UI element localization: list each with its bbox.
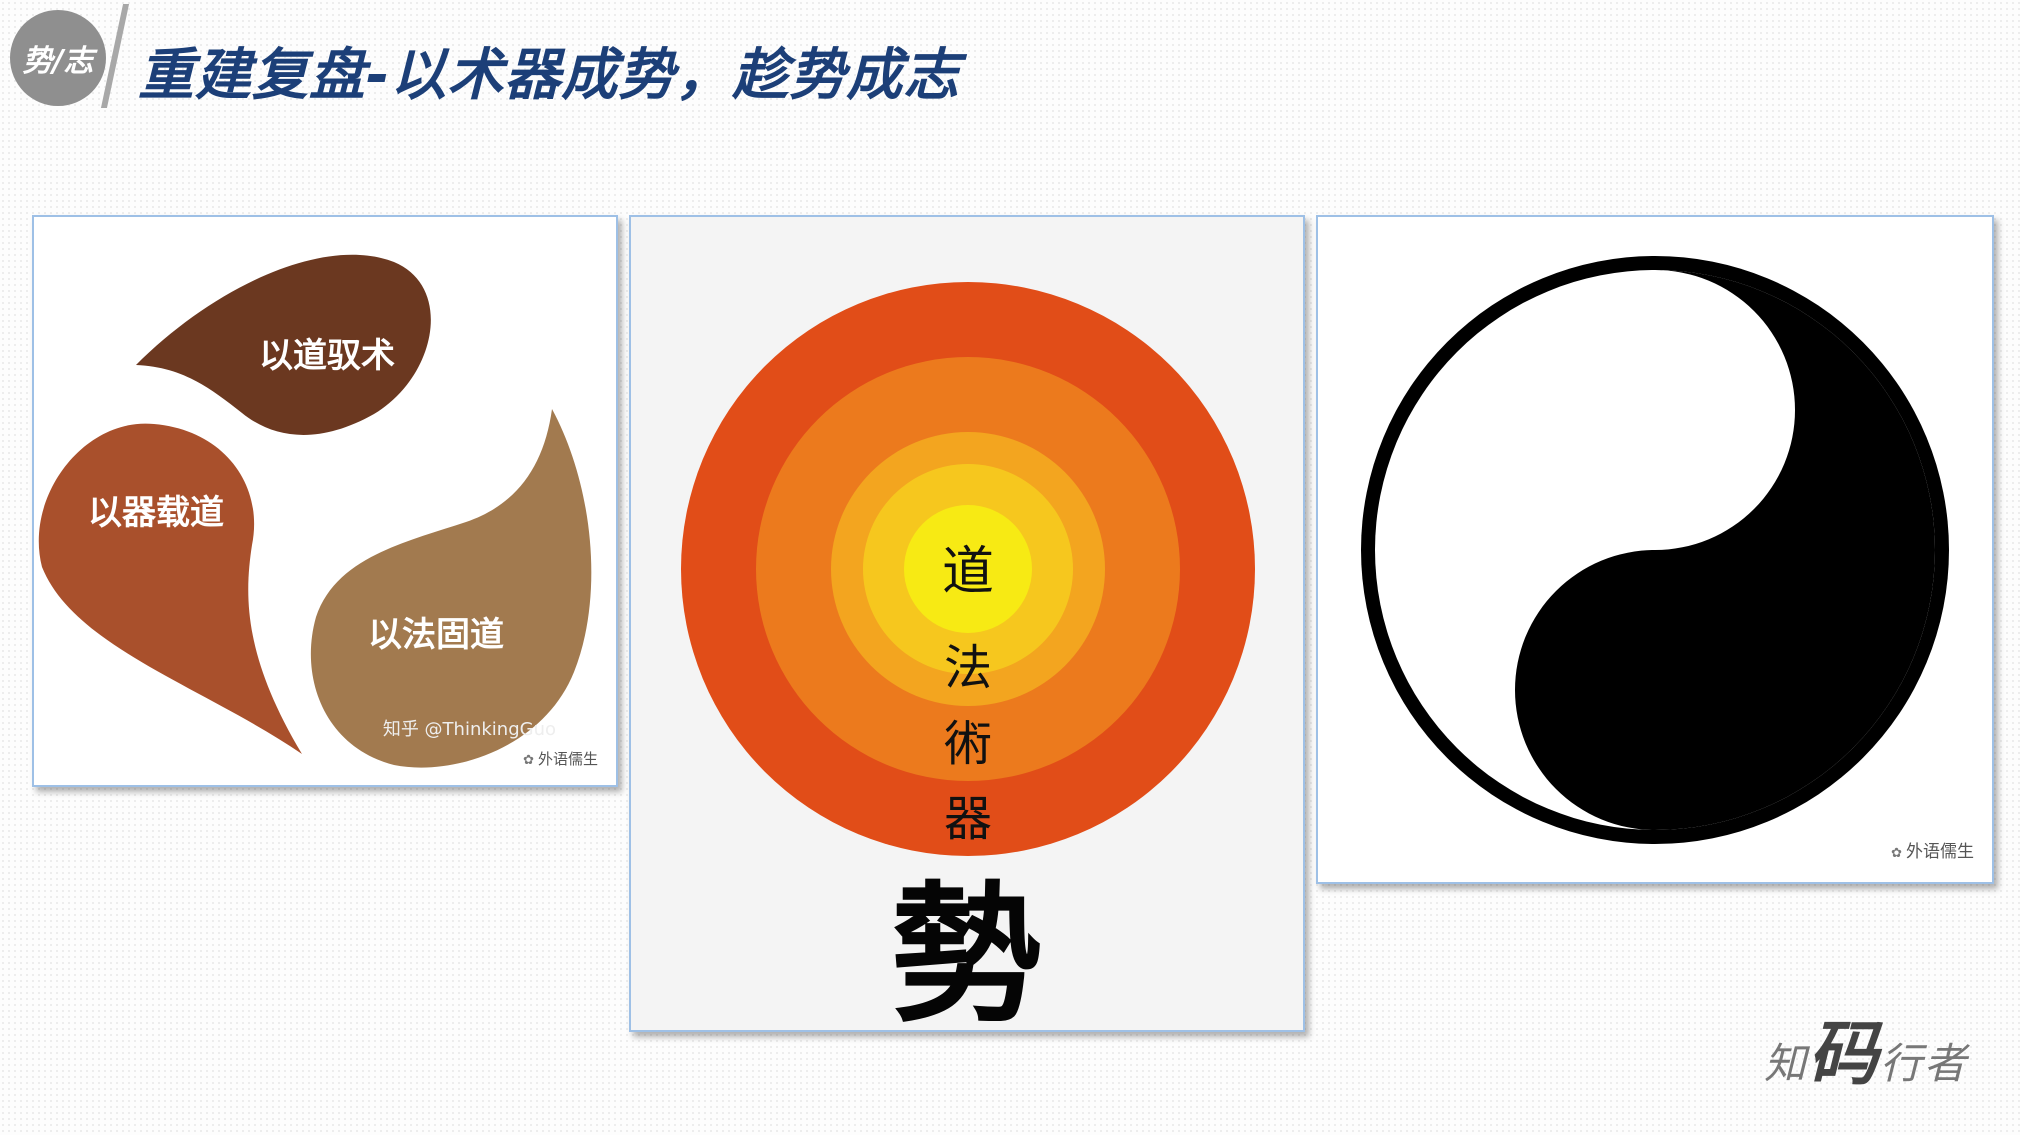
watermark: ✿外语儒生 [1891, 842, 1974, 862]
zhihu-credit: 知乎 @ThinkingGuo [382, 719, 556, 740]
triad-image-panel: 以道驭术 以器载道 以法固道 知乎 @ThinkingGuo ✿外语儒生 [32, 215, 618, 787]
teardrop-left [38, 423, 303, 754]
label-right: 以法固道 [368, 615, 504, 655]
teardrop-top [136, 254, 431, 435]
wechat-icon: ✿ [1891, 846, 1902, 861]
concentric-image-panel: 道 法 術 器 勢 [629, 215, 1305, 1032]
page-title: 重建复盘-以术器成势，趁势成志 [138, 43, 961, 108]
concentric-diagram: 道 法 術 器 勢 [681, 282, 1255, 1030]
ring-label-qi: 器 [944, 791, 992, 847]
yin-yang-icon [1361, 256, 1949, 844]
label-top: 以道驭术 [259, 336, 395, 376]
ring-label-dao: 道 [942, 542, 994, 602]
ring-core [904, 505, 1032, 633]
ring-label-shu: 術 [944, 716, 992, 772]
wechat-icon: ✿ [523, 753, 534, 768]
yinyang-image-panel: ✿外语儒生 [1316, 215, 1994, 884]
big-character: 勢 [891, 867, 1041, 1030]
section-badge: 势/志 [10, 10, 106, 106]
triad-diagram: 以道驭术 以器载道 以法固道 [38, 254, 592, 768]
yang-dot [1611, 646, 1699, 734]
teardrop-right [310, 409, 592, 768]
ring-label-fa: 法 [944, 640, 992, 696]
brand-logo: 知码行者 [1763, 1012, 1968, 1095]
yin-dot [1611, 366, 1699, 454]
watermark: ✿外语儒生 [523, 750, 598, 768]
label-left: 以器载道 [88, 493, 224, 533]
